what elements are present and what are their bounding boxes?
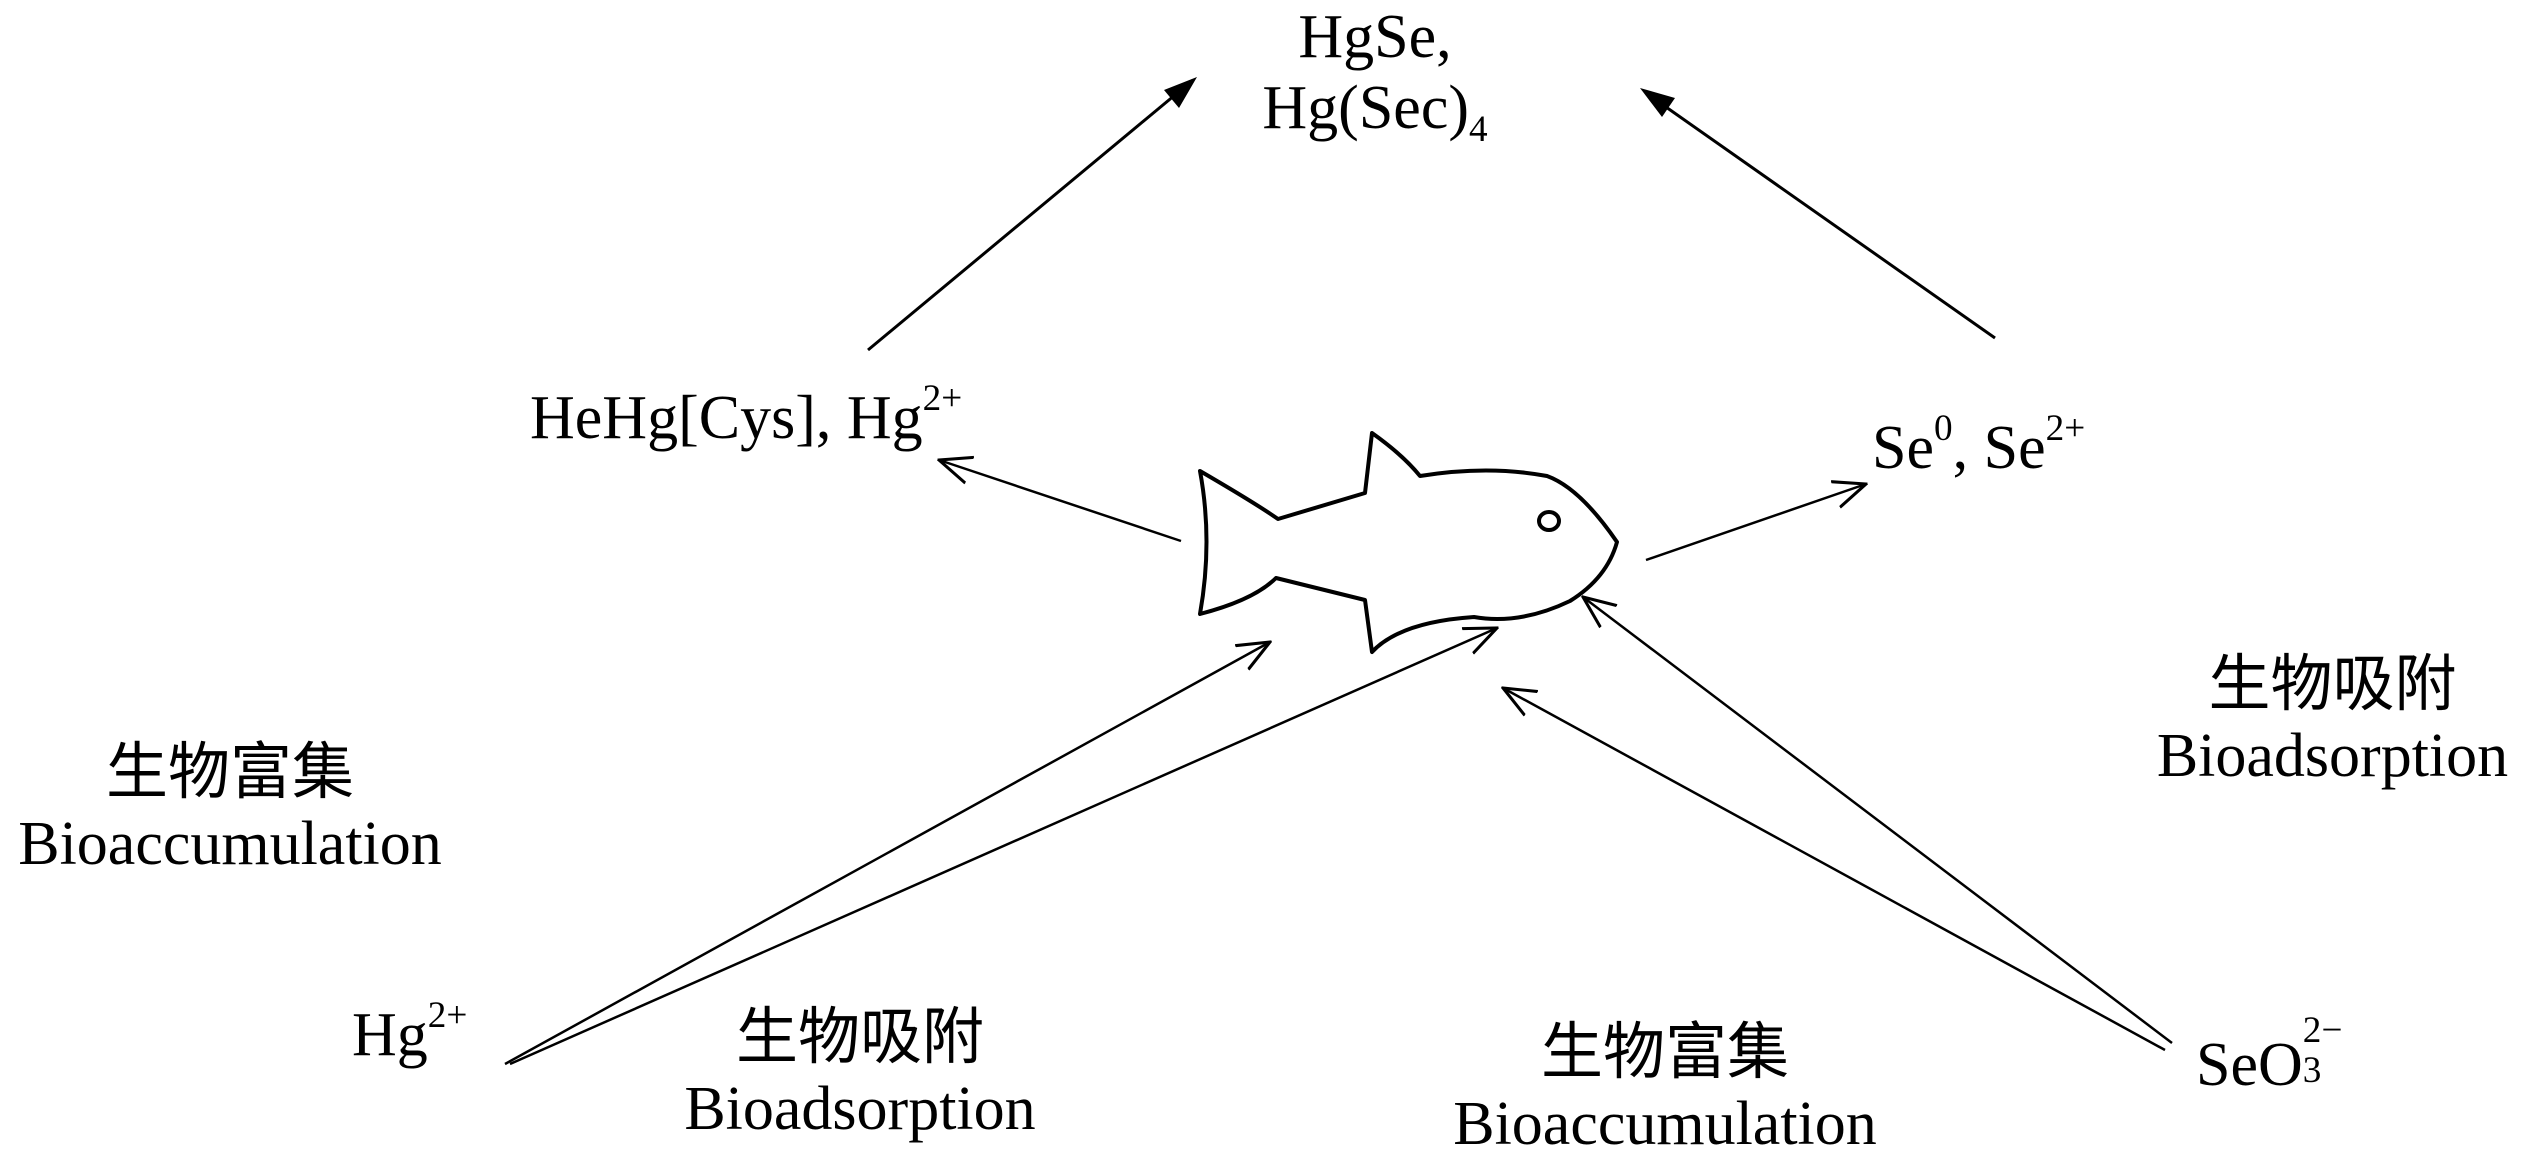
bottom-right-process-cn: 生物富集 [1540, 1019, 1789, 1087]
arrow-seo-to-fish-2 [1503, 688, 2166, 1052]
top-node: HgSe, Hg(Sec)4 [1250, 2, 1500, 151]
arrowhead-left-to-top [1164, 77, 1197, 108]
arrow-hg-to-fish-2 [509, 628, 1497, 1066]
top-node-line1: HgSe, [1298, 3, 1452, 71]
arrow-left-to-top [867, 78, 1194, 352]
hg-source-node: Hg2+ [352, 995, 468, 1069]
fish-eye [1537, 510, 1561, 532]
arrow-seo-to-fish-1 [1583, 597, 2173, 1044]
arrow-fish-to-right-mid [1645, 484, 1866, 562]
arrow-fish-to-left-mid [939, 460, 1182, 543]
left-process-label: 生物富集 Bioaccumulation [0, 738, 460, 881]
arrow-hg-to-fish-1 [504, 642, 1270, 1066]
fish-icon [1198, 431, 1619, 654]
bottom-left-process-en: Bioadsorption [684, 1075, 1036, 1144]
right-process-label: 生物吸附 Bioadsorption [2140, 650, 2525, 793]
right-process-cn: 生物吸附 [2208, 651, 2457, 719]
left-process-cn: 生物富集 [105, 739, 354, 807]
left-mid-node: HeHg[Cys], Hg2+ [530, 378, 963, 452]
top-node-line2: Hg(Sec)4 [1262, 74, 1488, 151]
arrow-right-to-top [1645, 91, 1996, 340]
bottom-left-process-label: 生物吸附 Bioadsorption [660, 1003, 1060, 1146]
bottom-right-process-en: Bioaccumulation [1453, 1090, 1877, 1159]
left-process-en: Bioaccumulation [18, 810, 442, 879]
right-mid-node: Se0, Se2+ [1872, 408, 2086, 482]
right-process-en: Bioadsorption [2156, 722, 2509, 791]
bottom-right-process-label: 生物富集 Bioaccumulation [1430, 1018, 1900, 1161]
bottom-left-process-cn: 生物吸附 [735, 1004, 984, 1072]
arrowhead-right-to-top [1640, 88, 1675, 117]
